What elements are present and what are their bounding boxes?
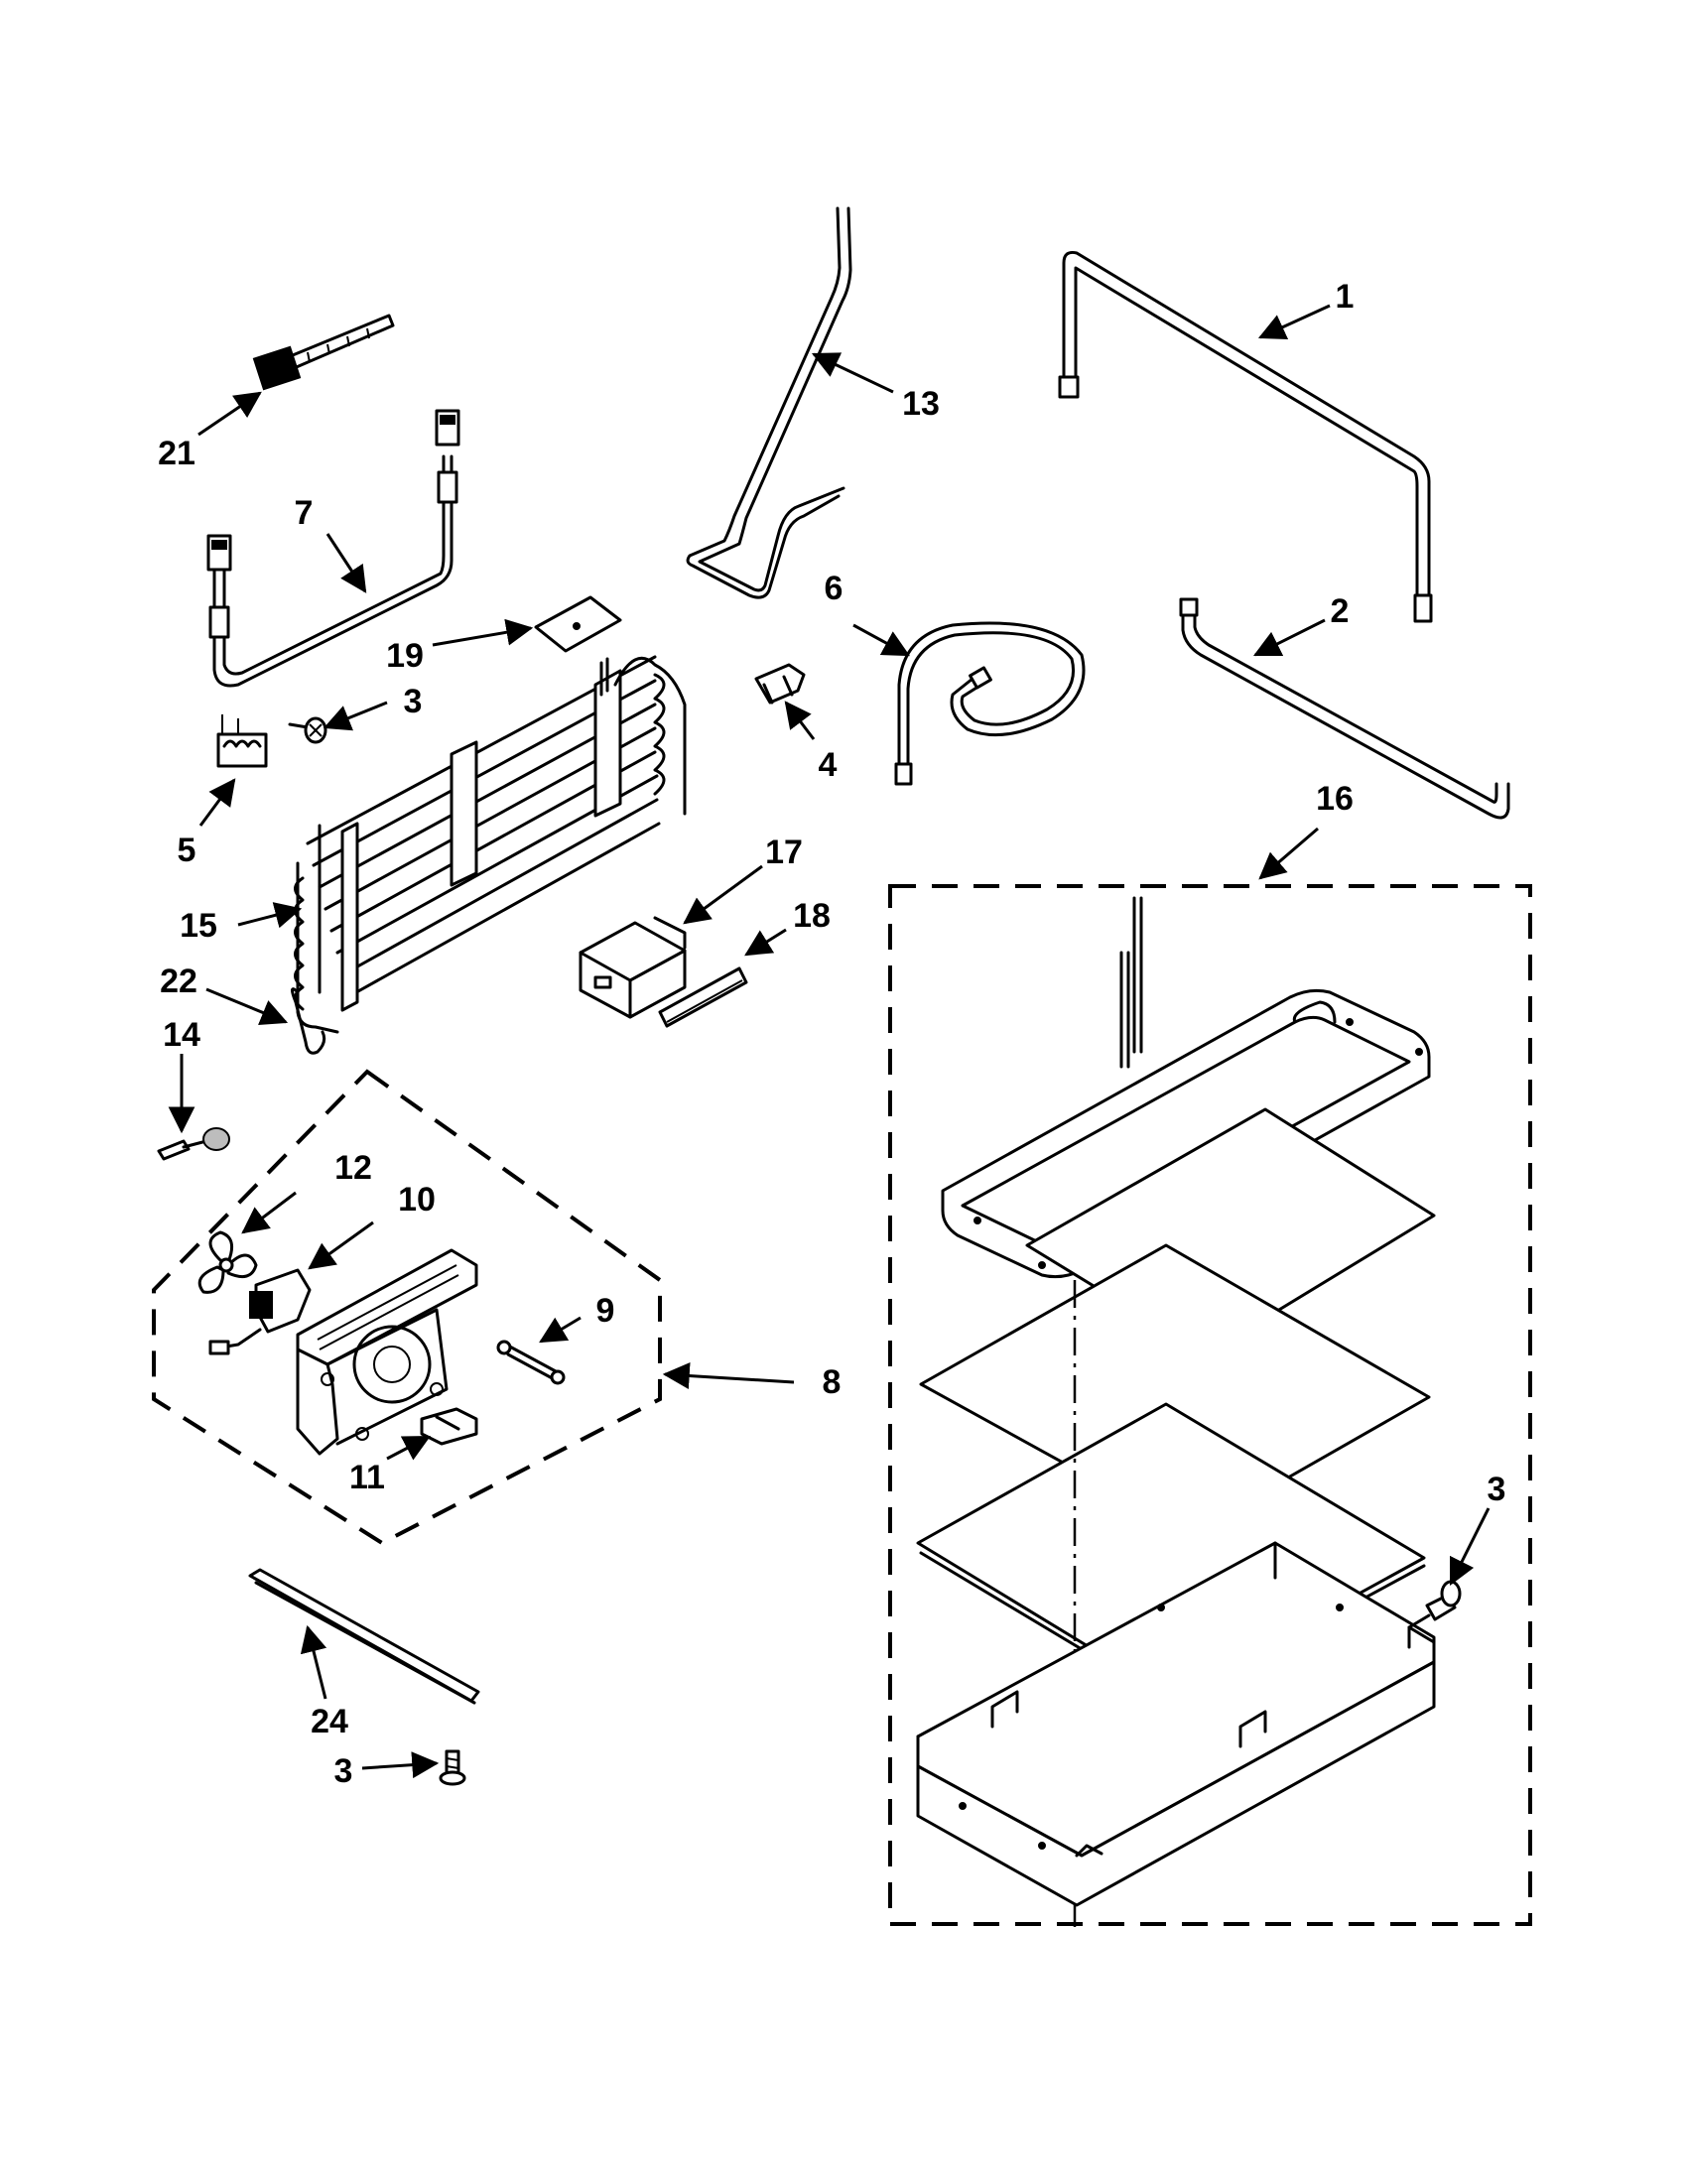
callout-5: 5: [178, 832, 196, 869]
part-11-clip: [420, 1407, 478, 1446]
callout-22: 22: [160, 963, 197, 1000]
leader-lines: [168, 304, 1491, 1779]
part-16-assembly-outline: [888, 884, 1532, 1926]
part-15-evaporator: [294, 655, 687, 1034]
part-18-plate: [658, 966, 748, 1028]
callout-labels: 1 2 13 16 6 4 21 7 19 3 5 17 18 15 22 14…: [158, 278, 1505, 1790]
callout-3-pan: 3: [1488, 1471, 1506, 1508]
callout-12: 12: [334, 1149, 372, 1187]
part-5-clip: [216, 714, 268, 768]
callout-3-bottom: 3: [334, 1752, 353, 1790]
part-3-screw-pan: [1407, 1580, 1462, 1629]
callout-15: 15: [180, 907, 217, 945]
drain-pan-lower-tray: [916, 1541, 1436, 1907]
callout-18: 18: [793, 897, 831, 935]
callout-11: 11: [349, 1459, 385, 1496]
pan-rods: [1119, 896, 1143, 1069]
callout-8: 8: [823, 1363, 842, 1401]
callout-1: 1: [1336, 278, 1355, 316]
callout-10: 10: [398, 1181, 436, 1219]
part-21-cable-tie: [252, 314, 395, 391]
part-7-wire-harness: [206, 409, 460, 688]
callout-3-upper: 3: [404, 683, 423, 720]
part-8-assembly-outline: [152, 1069, 662, 1546]
callout-7: 7: [295, 494, 314, 532]
callout-13: 13: [902, 385, 940, 423]
part-4-clip: [754, 663, 806, 705]
fan-shroud: [296, 1248, 478, 1456]
part-17-bracket: [579, 916, 687, 1019]
callout-17: 17: [765, 834, 803, 871]
callout-2: 2: [1331, 592, 1350, 630]
part-22-s-hook: [291, 987, 326, 1055]
part-19-pad: [534, 595, 622, 653]
callout-21: 21: [158, 435, 195, 472]
part-2-tube: [1179, 597, 1510, 820]
callout-24: 24: [311, 1703, 348, 1740]
part-9-strap: [496, 1340, 566, 1385]
callout-6: 6: [825, 570, 844, 607]
callout-4: 4: [819, 746, 838, 784]
part-13-drain-tube: [686, 206, 852, 599]
part-6-capillary: [894, 621, 1086, 786]
part-10-fan-motor: [208, 1268, 312, 1355]
callout-14: 14: [163, 1016, 200, 1054]
part-24-strip: [248, 1568, 480, 1705]
part-3-screw-bottom: [439, 1749, 466, 1786]
part-3-screw-upper: [288, 716, 327, 744]
callout-16: 16: [1316, 780, 1354, 818]
callout-9: 9: [596, 1292, 615, 1330]
part-12-fan-blade: [197, 1230, 258, 1294]
part-1-tube: [1058, 251, 1433, 623]
callout-19: 19: [386, 637, 424, 675]
part-14-sensor: [157, 1127, 230, 1161]
